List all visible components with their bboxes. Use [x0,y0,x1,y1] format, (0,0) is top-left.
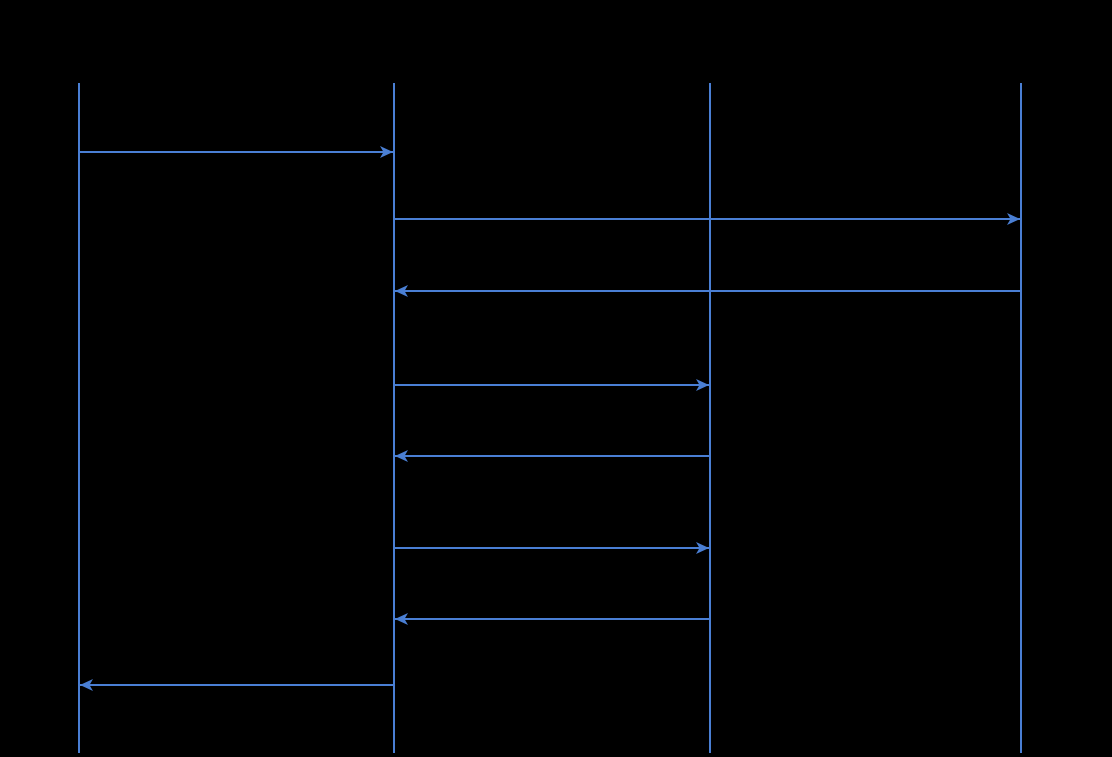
lifelines-group [78,83,1022,753]
messages-group [79,146,1021,691]
